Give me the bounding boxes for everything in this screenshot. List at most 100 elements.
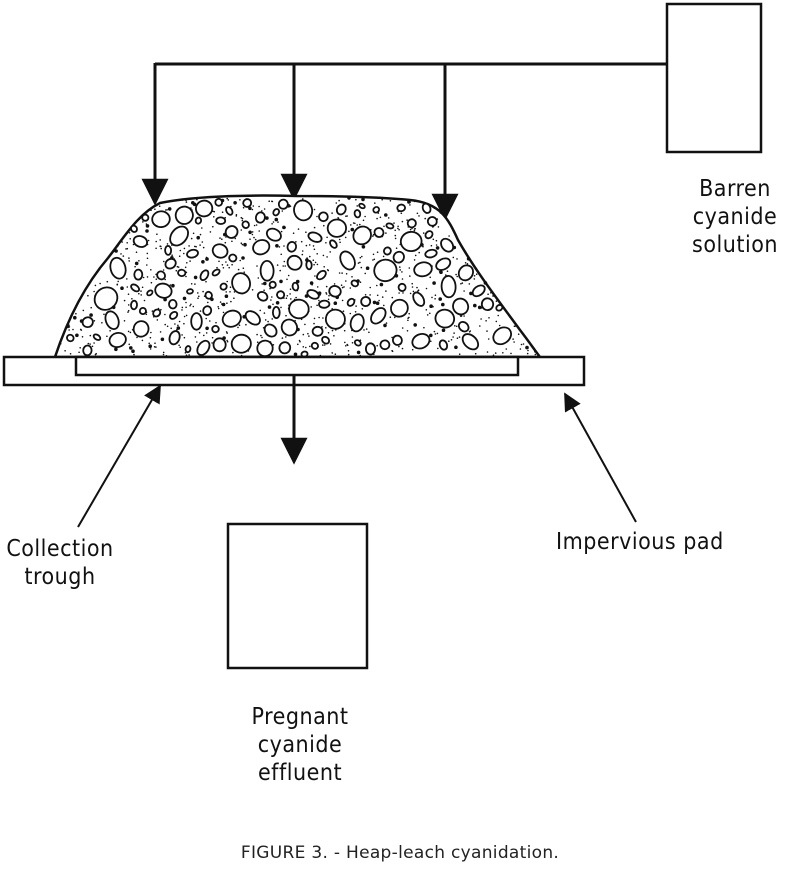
stipple-dot	[181, 306, 184, 309]
stipple-dot	[372, 233, 375, 236]
stipple-dot	[141, 286, 144, 289]
stipple-dot	[229, 195, 231, 197]
pebble	[132, 320, 150, 338]
stipple-dot	[120, 253, 122, 255]
stipple-dot	[183, 322, 185, 325]
stipple-dot	[241, 256, 245, 260]
stipple-dot	[379, 282, 384, 287]
stipple-dot	[413, 323, 418, 327]
stipple-dot	[454, 325, 456, 327]
stipple-dot	[387, 217, 390, 219]
pebble	[108, 331, 127, 349]
stipple-dot	[116, 284, 118, 286]
pebble	[186, 248, 199, 259]
pebble	[244, 310, 261, 326]
stipple-dot	[323, 224, 325, 227]
stipple-dot	[316, 253, 319, 255]
stipple-dot	[224, 241, 227, 244]
barren-line-1: Barren	[699, 176, 771, 202]
stipple-dot	[160, 337, 165, 342]
stipple-dot	[275, 301, 280, 305]
stipple-dot	[341, 286, 344, 289]
stipple-dot	[475, 273, 478, 276]
stipple-dot	[426, 314, 429, 316]
stipple-dot	[305, 346, 307, 349]
stipple-dot	[222, 336, 226, 340]
stipple-dot	[103, 313, 105, 316]
stipple-dot	[486, 351, 489, 353]
stipple-dot	[276, 264, 279, 266]
stipple-dot	[272, 344, 275, 346]
pebble	[311, 325, 324, 337]
stipple-dot	[468, 331, 471, 333]
stipple-dot	[434, 294, 437, 297]
stipple-dot	[164, 323, 166, 326]
stipple-dot	[132, 243, 135, 246]
stipple-dot	[435, 246, 440, 250]
pebble	[383, 246, 392, 256]
stipple-dot	[301, 250, 304, 252]
pregnant-line-1: Pregnant	[251, 704, 349, 730]
stipple-dot	[271, 296, 273, 298]
stipple-dot	[284, 226, 286, 229]
pebble	[492, 326, 512, 346]
stipple-dot	[178, 344, 180, 347]
stipple-dot	[261, 210, 263, 212]
stipple-dot	[227, 199, 230, 201]
stipple-dot	[438, 297, 443, 301]
stipple-dot	[176, 329, 178, 331]
stipple-dot	[263, 289, 265, 292]
stipple-dot	[452, 256, 455, 259]
stipple-dot	[441, 302, 445, 307]
stipple-dot	[261, 283, 264, 285]
pebble	[66, 333, 75, 343]
stipple-dot	[185, 314, 188, 317]
stipple-dot	[526, 352, 529, 355]
barren-line-3: solution	[692, 232, 778, 258]
stipple-dot	[468, 283, 471, 285]
stipple-dot	[354, 311, 357, 313]
stipple-dot	[356, 350, 361, 355]
stipple-dot	[209, 231, 212, 233]
stipple-dot	[78, 351, 80, 354]
stipple-dot	[300, 240, 303, 243]
stipple-dot	[239, 259, 241, 262]
pebble	[411, 332, 431, 350]
stipple-dot	[185, 301, 187, 304]
stipple-dot	[64, 350, 66, 352]
stipple-dot	[179, 249, 182, 252]
stipple-dot	[463, 315, 465, 317]
stipple-dot	[385, 232, 387, 234]
stipple-dot	[59, 342, 61, 344]
stipple-dot	[327, 298, 330, 301]
stipple-dot	[485, 320, 487, 322]
collection-trough	[74, 355, 520, 377]
stipple-dot	[190, 207, 192, 209]
pebble	[373, 258, 398, 283]
stipple-dot	[224, 294, 229, 299]
stipple-dot	[251, 289, 254, 291]
stipple-dot	[373, 353, 375, 356]
stipple-dot	[191, 209, 193, 211]
stipple-dot	[176, 265, 179, 268]
stipple-dot	[253, 224, 256, 227]
stipple-dot	[143, 299, 146, 302]
stipple-dot	[80, 329, 83, 331]
stipple-dot	[176, 326, 181, 330]
stipple-dot	[373, 258, 376, 261]
pebble	[391, 334, 403, 346]
stipple-dot	[351, 336, 354, 338]
stipple-dot	[329, 251, 332, 253]
pebble	[130, 299, 138, 311]
stipple-dot	[237, 268, 240, 271]
stipple-dot	[258, 230, 261, 232]
stipple-dot	[289, 288, 292, 291]
stipple-dot	[456, 258, 458, 260]
stipple-dot	[160, 308, 162, 311]
pebble	[424, 230, 434, 240]
stipple-dot	[356, 279, 360, 283]
stipple-dot	[213, 210, 216, 213]
stipple-dot	[129, 238, 131, 240]
stipple-dot	[342, 310, 345, 313]
